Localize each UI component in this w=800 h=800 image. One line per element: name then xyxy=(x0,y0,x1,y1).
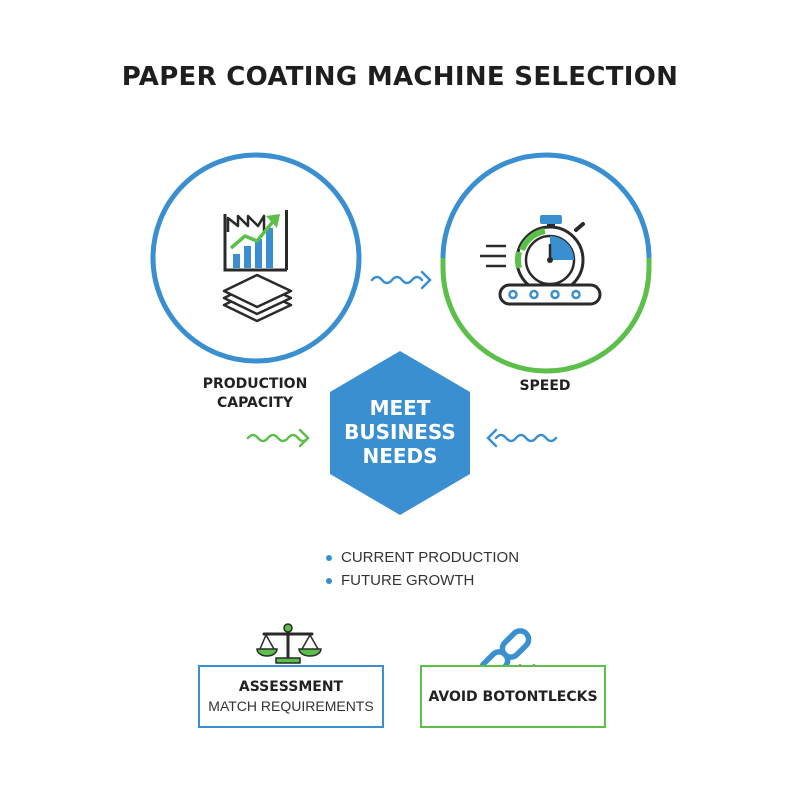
center-hexagon-label: MEET BUSINESS NEEDS xyxy=(330,396,470,468)
avoid-bottlenecks-box: AVOID BOTONTLECKS xyxy=(420,665,606,728)
center-line1: MEET xyxy=(369,396,431,420)
production-label-line1: PRODUCTION xyxy=(202,376,308,392)
center-line3: NEEDS xyxy=(362,444,438,468)
bullet-list: CURRENT PRODUCTION FUTURE GROWTH xyxy=(326,546,526,592)
center-hexagon xyxy=(330,351,470,515)
speed-label: SPEED xyxy=(519,378,571,394)
assessment-box: ASSESSMENT MATCH REQUIREMENTS xyxy=(198,665,384,728)
production-label-line2: CAPACITY xyxy=(216,395,294,411)
arrow-from-production xyxy=(246,428,310,448)
list-item: FUTURE GROWTH xyxy=(326,569,526,592)
balance-scale-icon xyxy=(256,623,322,664)
assessment-subtitle: MATCH REQUIREMENTS xyxy=(208,698,374,714)
assessment-title: ASSESSMENT xyxy=(238,679,344,695)
arrow-circles-connector xyxy=(370,270,432,290)
speed-circle xyxy=(440,152,652,374)
paper-stack-icon xyxy=(222,273,293,323)
center-line2: BUSINESS xyxy=(344,420,456,444)
bullet-dot xyxy=(326,554,332,561)
list-item: CURRENT PRODUCTION xyxy=(326,546,526,569)
arrow-from-speed xyxy=(486,428,558,448)
production-capacity-label: PRODUCTION CAPACITY xyxy=(185,375,325,413)
production-circle xyxy=(150,152,362,364)
stopwatch-conveyor-icon xyxy=(480,215,602,306)
bullet-dot xyxy=(326,577,332,584)
growth-chart-factory-icon xyxy=(223,210,288,272)
bullet-text: CURRENT PRODUCTION xyxy=(341,549,520,566)
page-title: PAPER COATING MACHINE SELECTION xyxy=(121,62,679,92)
bullet-text: FUTURE GROWTH xyxy=(341,572,475,589)
avoid-title: AVOID BOTONTLECKS xyxy=(428,688,598,705)
